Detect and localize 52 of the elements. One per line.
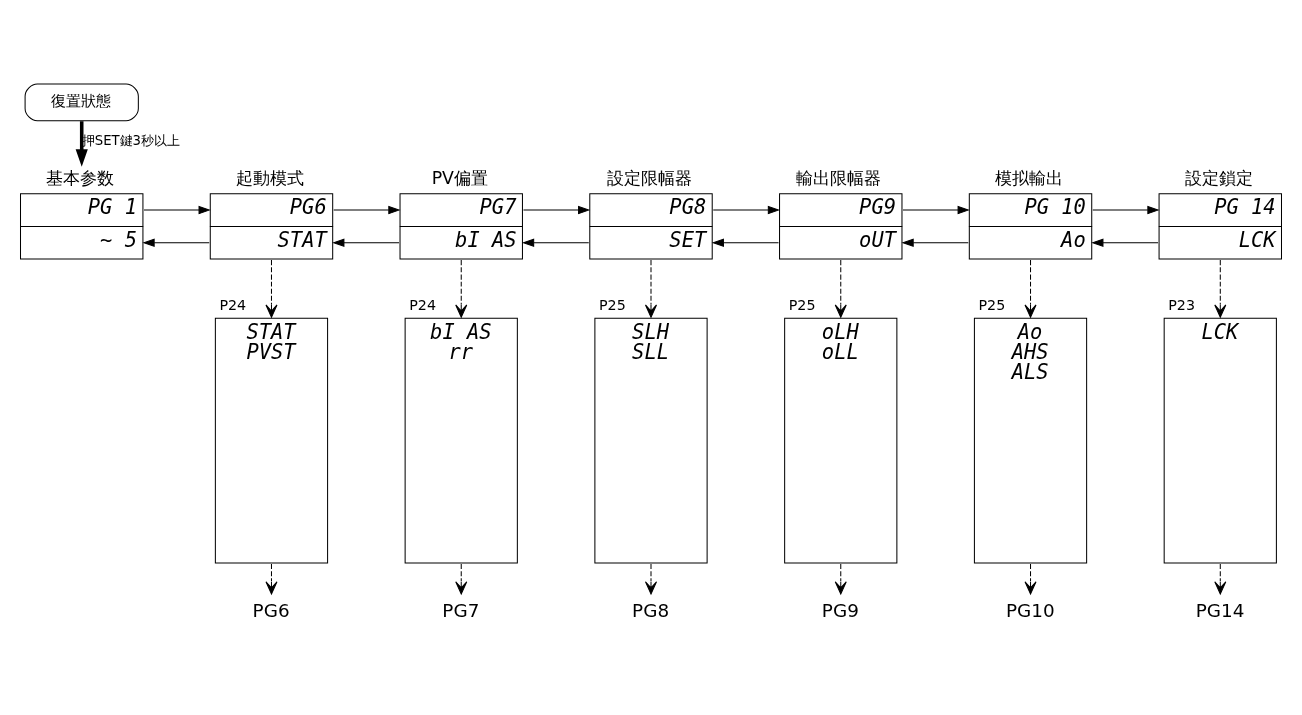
arrow [142, 238, 210, 247]
arrow [711, 238, 780, 247]
arrow [455, 563, 468, 595]
node-label: P23 [1168, 297, 1196, 314]
arrow [1091, 238, 1159, 247]
arrow [1092, 205, 1160, 215]
node-label: PV偏置 [431, 168, 488, 189]
arrow [645, 563, 657, 595]
arrow [522, 205, 591, 215]
node-text: PG9 [821, 600, 859, 622]
node-label: 基本参数 [46, 168, 115, 189]
arrow [455, 259, 468, 318]
node-label: P25 [978, 297, 1006, 314]
node-box: SLH SLL [594, 317, 708, 564]
node-text: PG8 [632, 600, 670, 622]
arrow [901, 238, 969, 247]
node-text: PG7 [442, 600, 480, 622]
node-text: PG6 [252, 600, 290, 622]
node-label: P25 [598, 297, 626, 314]
node-box: Ao AHS ALS [973, 317, 1088, 564]
arrow [1214, 259, 1227, 318]
node-text: PG10 [1006, 600, 1055, 622]
node-box: LCK [1163, 317, 1277, 564]
arrow [645, 259, 657, 318]
node-label: P24 [409, 297, 436, 314]
arrow [834, 259, 847, 318]
node-box: STAT PVST [214, 317, 329, 564]
node-label: 模拟輸出 [994, 168, 1063, 189]
arrow [333, 205, 401, 215]
arrow [1024, 259, 1037, 318]
node-label: 起動模式 [235, 168, 304, 189]
arrow [332, 238, 400, 247]
arrow [712, 205, 781, 215]
arrow [521, 238, 590, 247]
arrow [834, 563, 847, 595]
arrow [902, 205, 970, 215]
arrow [75, 121, 88, 167]
arrow [265, 563, 278, 595]
node-box: oLH oLL [784, 317, 898, 564]
node-label: 設定鎖定 [1184, 168, 1253, 189]
arrow [265, 259, 278, 318]
node-label: 輸出限幅器 [796, 168, 882, 189]
node-label: P25 [788, 297, 816, 314]
node-text: PG14 [1195, 600, 1245, 622]
edge-label: 押SET鍵3秒以上 [81, 132, 181, 148]
node-label: 設定限幅器 [606, 168, 692, 189]
node-box: 復置狀態 [24, 83, 139, 122]
node-box: bI AS rr [404, 317, 518, 564]
arrow [1214, 563, 1227, 595]
arrow [143, 205, 211, 215]
arrow [1024, 563, 1037, 595]
node-label: P24 [219, 297, 247, 314]
